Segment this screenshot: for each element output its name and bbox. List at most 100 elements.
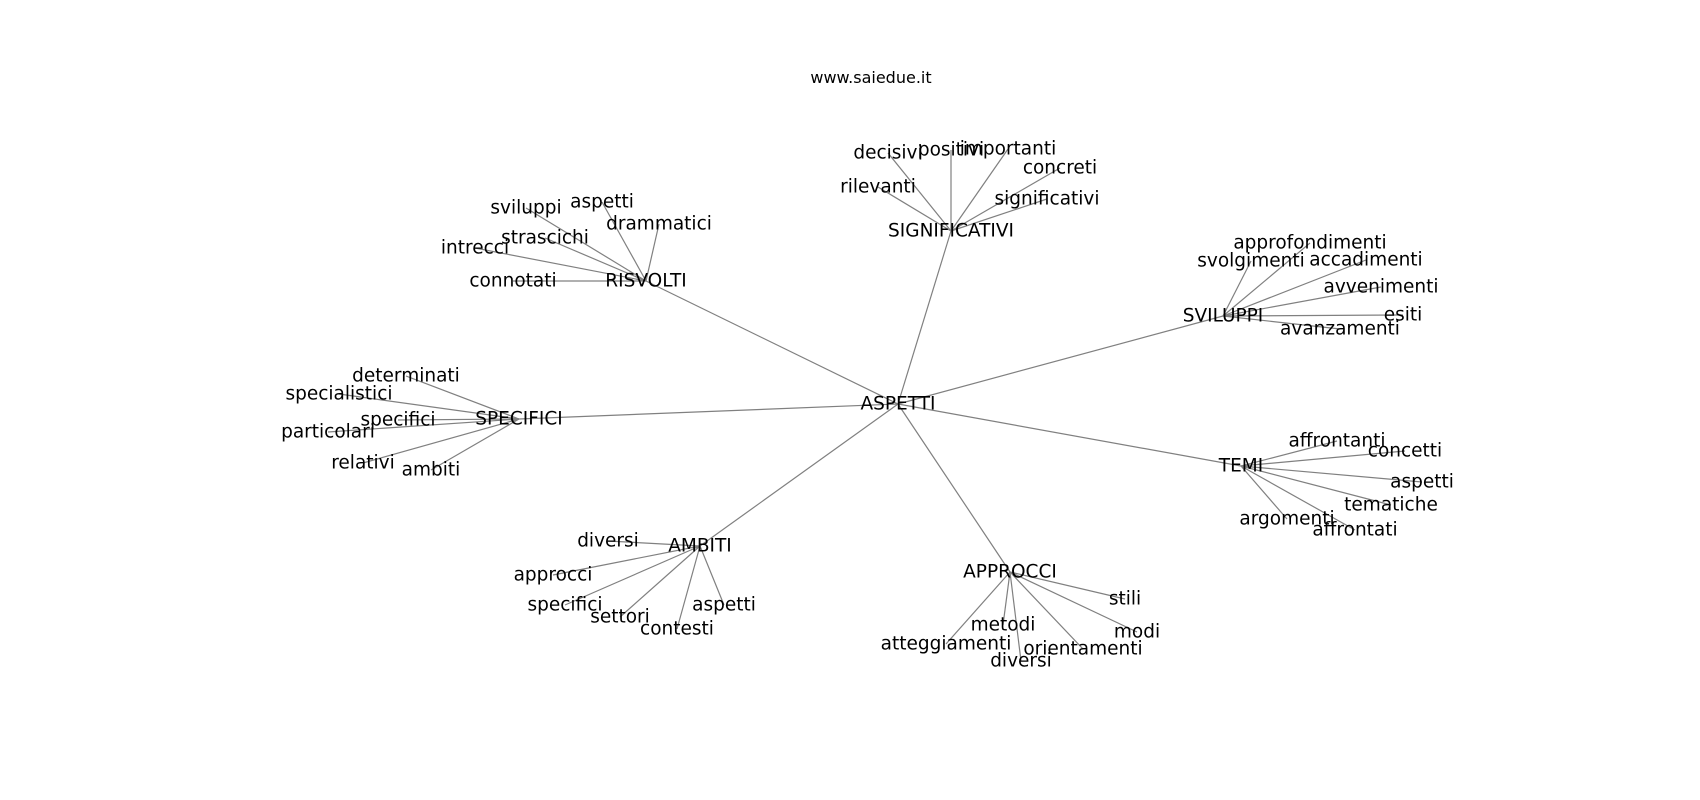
edge-significativi-decisivi <box>887 152 952 232</box>
edge-significativi-importanti <box>950 148 1009 232</box>
edge-approcci-atteggiamenti <box>945 571 1011 645</box>
edge-significativi-significativi <box>950 198 1048 232</box>
node-leaf-label: strascichi <box>501 228 589 249</box>
edge-root-significativi <box>897 230 952 405</box>
node-leaf-label: aspetti <box>692 595 756 616</box>
edge-sviluppi-avanzamenti <box>1222 315 1341 330</box>
node-leaf-label: determinati <box>352 366 460 387</box>
node-leaf-label: avvenimenti <box>1323 277 1438 298</box>
edge-sviluppi-avvenimenti <box>1222 286 1382 317</box>
edge-approcci-orientamenti <box>1009 571 1084 650</box>
node-leaf-label: modi <box>1114 622 1160 643</box>
edge-root-sviluppi <box>897 315 1224 405</box>
edge-approcci-stili <box>1009 571 1126 600</box>
node-leaf-label: esiti <box>1384 305 1423 326</box>
node-leaf-label: intrecci <box>441 238 509 259</box>
edge-root-approcci <box>897 403 1011 573</box>
edge-specifici-specialistici <box>338 393 520 420</box>
edge-ambiti-aspetti <box>699 545 725 606</box>
site-header: www.saiedue.it <box>810 68 932 87</box>
edge-sviluppi-accadimenti <box>1222 259 1367 317</box>
node-group-label: RISVOLTI <box>605 271 686 292</box>
edge-ambiti-contesti <box>676 545 701 630</box>
node-leaf-label: diversi <box>577 531 639 552</box>
node-leaf-label: settori <box>590 607 650 628</box>
node-leaf-label: positivi <box>918 140 984 161</box>
node-group-label: SIGNIFICATIVI <box>888 221 1014 242</box>
node-leaf-label: specifici <box>360 410 435 431</box>
node-group-label: AMBITI <box>668 536 732 557</box>
edge-ambiti-specifici <box>564 545 701 606</box>
edge-temi-affrontanti <box>1240 440 1338 467</box>
node-leaf-label: importanti <box>960 139 1057 160</box>
edge-root-ambiti <box>699 403 899 547</box>
edge-sviluppi-svolgimenti <box>1222 260 1252 317</box>
edge-root-temi <box>897 403 1242 467</box>
edge-ambiti-settori <box>619 545 701 618</box>
node-leaf-label: atteggiamenti <box>881 634 1012 655</box>
edge-root-specifici <box>518 403 899 420</box>
node-leaf-label: stili <box>1109 589 1141 610</box>
node-leaf-label: affrontanti <box>1288 431 1385 452</box>
node-leaf-label: orientamenti <box>1023 639 1142 660</box>
node-group-label: SVILUPPI <box>1183 306 1264 327</box>
labels-layer: ASPETTI SIGNIFICATIVI decisivipositiviimpo… <box>281 139 1454 672</box>
node-group-label: SPECIFICI <box>475 409 562 430</box>
edge-temi-tematiche <box>1240 465 1392 506</box>
edge-root-risvolti <box>645 280 899 405</box>
edge-specifici-ambiti <box>430 418 520 471</box>
edge-approcci-modi <box>1009 571 1138 633</box>
edge-risvolti-sviluppi <box>525 207 647 282</box>
edge-sviluppi-esiti <box>1222 314 1404 317</box>
node-leaf-label: approfondimenti <box>1233 233 1386 254</box>
edge-specifici-specifici <box>397 418 520 421</box>
node-leaf-label: significativi <box>994 189 1099 210</box>
node-leaf-label: aspetti <box>1390 472 1454 493</box>
edge-temi-argomenti <box>1240 465 1288 520</box>
node-leaf-label: decisivi <box>853 143 922 164</box>
node-leaf-label: avanzamenti <box>1280 319 1400 340</box>
edge-ambiti-diversi <box>607 540 701 547</box>
node-leaf-label: metodi <box>971 615 1036 636</box>
edge-risvolti-strascichi <box>544 237 647 282</box>
edge-specifici-relativi <box>362 418 520 464</box>
edge-risvolti-aspetti <box>601 201 647 282</box>
node-leaf-label: contesti <box>640 619 714 640</box>
node-leaf-label: rilevanti <box>840 177 916 198</box>
node-leaf-label: relativi <box>331 453 395 474</box>
edge-sviluppi-approfondimenti <box>1222 242 1311 317</box>
node-leaf-label: particolari <box>281 422 375 443</box>
edge-temi-concetti <box>1240 450 1406 467</box>
node-leaf-label: specifici <box>527 595 602 616</box>
node-leaf-label: affrontati <box>1312 520 1397 541</box>
edge-specifici-determinati <box>405 375 520 420</box>
edge-approcci-metodi <box>1002 571 1011 626</box>
node-root-label: ASPETTI <box>861 394 936 415</box>
node-leaf-label: specialistici <box>285 384 392 405</box>
edge-ambiti-approcci <box>552 545 701 576</box>
node-leaf-label: sviluppi <box>490 198 561 219</box>
edge-significativi-concreti <box>950 167 1061 232</box>
node-group-label: APPROCCI <box>963 562 1057 583</box>
node-leaf-label: diversi <box>990 651 1052 672</box>
node-leaf-label: concreti <box>1023 158 1097 179</box>
edge-risvolti-intrecci <box>474 247 647 282</box>
node-leaf-label: aspetti <box>570 192 634 213</box>
node-group-label: TEMI <box>1218 456 1263 477</box>
edges-layer <box>327 148 1423 662</box>
node-leaf-label: approcci <box>514 565 593 586</box>
node-leaf-label: tematiche <box>1344 495 1438 516</box>
edge-specifici-particolari <box>327 418 520 433</box>
node-leaf-label: accadimenti <box>1309 250 1422 271</box>
node-leaf-label: svolgimenti <box>1197 251 1304 272</box>
node-leaf-label: ambiti <box>402 460 461 481</box>
edge-temi-affrontati <box>1240 465 1356 531</box>
node-leaf-label: argomenti <box>1239 509 1334 530</box>
edge-temi-aspetti <box>1240 465 1423 483</box>
edge-risvolti-drammatici <box>645 223 660 282</box>
edge-approcci-diversi <box>1009 571 1022 662</box>
node-leaf-label: connotati <box>469 271 556 292</box>
node-leaf-label: concetti <box>1368 441 1442 462</box>
edge-significativi-rilevanti <box>877 186 952 232</box>
